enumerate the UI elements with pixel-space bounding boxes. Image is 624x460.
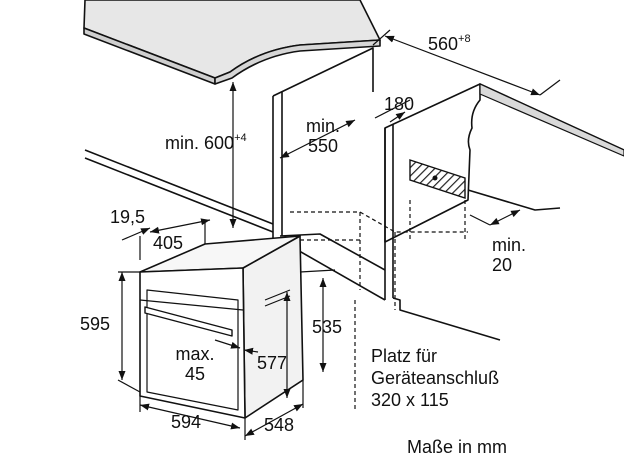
dimension-handle-max: max. 45 xyxy=(167,344,223,384)
dimension-value: 600 xyxy=(204,133,235,153)
connection-box xyxy=(409,159,466,199)
hidden-lines xyxy=(290,200,468,410)
dimension-prefix: min. xyxy=(305,116,340,136)
dimension-oven-width: 594 xyxy=(171,412,201,432)
dimension-front-offset: 19,5 xyxy=(110,207,145,227)
dimension-front-height: 577 xyxy=(257,353,287,373)
dimension-value: 594 xyxy=(171,412,202,432)
dimension-value: 595 xyxy=(80,314,111,334)
dimension-body-height: 535 xyxy=(312,317,342,337)
dimension-rear-gap: min. 20 xyxy=(492,235,536,275)
dimension-value: 405 xyxy=(153,233,184,253)
dimension-counter-width: 560+8 xyxy=(428,33,471,55)
dimension-value: 548 xyxy=(264,415,295,435)
worktop-right xyxy=(479,83,624,157)
dimension-value: 180 xyxy=(384,94,415,114)
dimension-oven-depth-top: 405 xyxy=(153,233,183,253)
dimension-niche-depth: min. 550 xyxy=(301,116,345,156)
dimension-value: 20 xyxy=(492,255,513,275)
dimension-value: 577 xyxy=(257,353,288,373)
units-note: Maße in mm xyxy=(407,437,508,457)
dimension-lines xyxy=(117,29,561,440)
connection-marker xyxy=(432,175,438,181)
dimension-tolerance: +4 xyxy=(234,132,247,144)
note-line: Geräteanschluß xyxy=(371,368,500,388)
note-line: Platz für xyxy=(371,346,438,366)
dimension-prefix: min. xyxy=(165,133,200,153)
cabinet xyxy=(84,47,624,341)
dimension-oven-height: 595 xyxy=(80,314,110,334)
dimension-prefix: max. xyxy=(175,344,215,364)
dimension-prefix: min. xyxy=(492,235,527,255)
dimension-value: 45 xyxy=(184,364,206,384)
dimension-tolerance: +8 xyxy=(458,33,471,45)
dimension-value: 550 xyxy=(307,136,339,156)
oven xyxy=(139,235,304,419)
worktop xyxy=(83,0,381,85)
dimension-value: 535 xyxy=(312,317,343,337)
dimension-value: 560 xyxy=(428,34,459,54)
dimension-vent-depth: 180 xyxy=(384,94,414,114)
dimension-niche-height: min. 600+4 xyxy=(165,132,247,154)
dimension-value: 19,5 xyxy=(110,207,146,227)
note-line: 320 x 115 xyxy=(371,390,449,410)
dimension-body-depth: 548 xyxy=(264,415,294,435)
connection-note: Platz für Geräteanschluß 320 x 115 xyxy=(371,345,499,411)
